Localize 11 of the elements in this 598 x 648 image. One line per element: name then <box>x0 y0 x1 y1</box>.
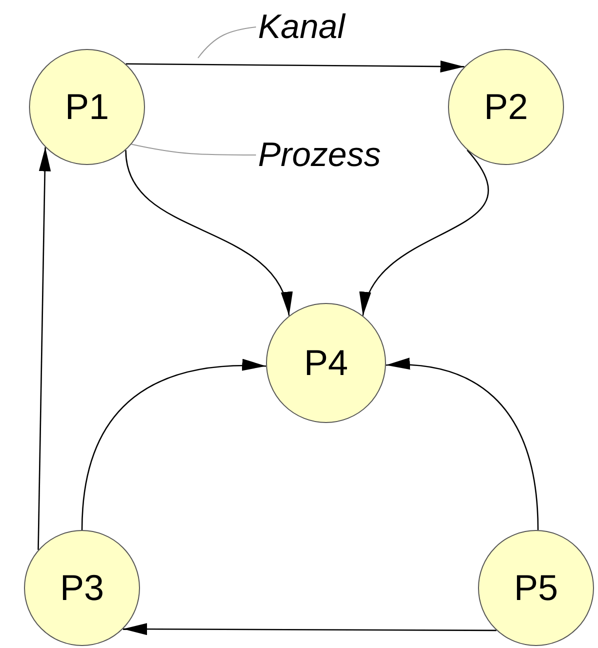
leader-line <box>198 26 256 58</box>
arrow <box>125 150 290 316</box>
arrow <box>386 358 539 530</box>
arrow <box>38 147 51 550</box>
annotation-label: Kanal <box>258 6 368 48</box>
arrow <box>81 360 266 530</box>
annotation-label: Prozess <box>258 134 418 176</box>
arrow <box>362 150 489 316</box>
arrow <box>126 60 464 72</box>
leader-line <box>130 144 256 156</box>
arrow <box>123 623 496 636</box>
